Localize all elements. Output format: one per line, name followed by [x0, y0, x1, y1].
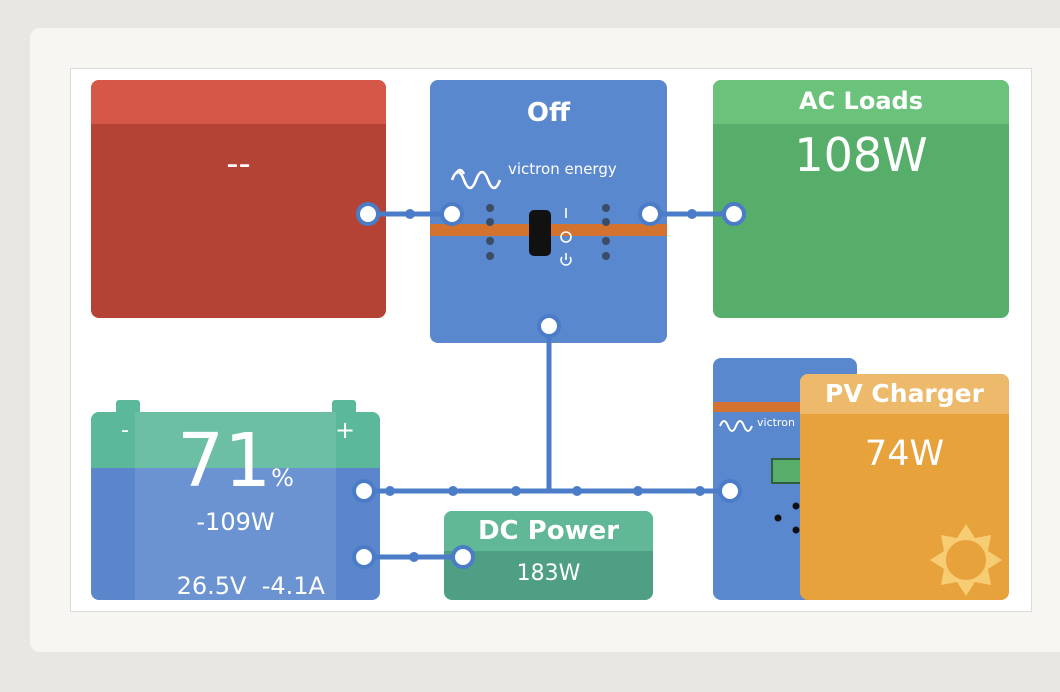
inverter-out-port [638, 202, 662, 226]
battery-power: -109W [196, 508, 275, 536]
battery-plus-label: + [335, 416, 356, 444]
battery-terminal-negative [116, 400, 140, 414]
pv-charger-title: PV Charger [800, 374, 1009, 414]
battery-box[interactable]: - + 71% -109W 26.5V -4.1A [91, 412, 380, 600]
inverter-in-port [440, 202, 464, 226]
connection-flow-dots [385, 209, 705, 562]
inverter-switch-labels-icon [560, 208, 572, 266]
battery-header [91, 412, 380, 468]
solar-charger-buttons-icon [774, 502, 800, 534]
grid-port [356, 202, 380, 226]
battery-voltage: 26.5V [176, 572, 247, 600]
solar-charger-brand-label: victron [757, 416, 795, 429]
victron-logo-icon [450, 168, 502, 190]
battery-aux-port [352, 545, 376, 569]
inverter-dc-port [537, 314, 561, 338]
connection-lines [364, 211, 734, 560]
ac-loads-title: AC Loads [713, 80, 1009, 124]
dc-power-value: 183W [516, 561, 581, 586]
inverter-led-column-right-icon [602, 204, 610, 260]
acloads-port [722, 202, 746, 226]
ac-loads-box[interactable]: AC Loads 108W [713, 80, 1009, 318]
battery-current: -4.1A [261, 572, 325, 600]
dc-power-title: DC Power [444, 511, 653, 551]
ac-input-value: -- [226, 144, 251, 184]
solar-charger-display [771, 458, 805, 484]
solar-charger-logo-icon [719, 420, 753, 432]
dcpower-port [451, 545, 475, 569]
inverter-brand-label: victron energy [508, 160, 617, 178]
battery-electrical: 26.5V -4.1A [91, 544, 380, 600]
solar-charger-accent-stripe [713, 402, 857, 412]
ac-loads-value: 108W [794, 128, 928, 182]
battery-soc-unit: % [271, 464, 294, 492]
battery-soc-value: 71 [177, 418, 272, 504]
connection-ports [352, 202, 746, 569]
battery-inner-panel [135, 412, 336, 600]
ac-input-box[interactable]: -- [91, 80, 386, 318]
inverter-led-column-left-icon [486, 204, 494, 260]
battery-dc-port [352, 479, 376, 503]
inverter-state: Off [526, 98, 571, 128]
inverter-switch-icon [529, 210, 551, 256]
pv-dc-port [718, 479, 742, 503]
dc-power-box[interactable]: DC Power 183W [444, 511, 653, 600]
battery-minus-label: - [121, 418, 129, 443]
pv-charger-value: 74W [864, 434, 945, 474]
ac-input-header [91, 80, 386, 124]
sun-icon [930, 524, 1002, 596]
battery-soc: 71% [91, 420, 380, 502]
battery-terminal-positive [332, 400, 356, 414]
